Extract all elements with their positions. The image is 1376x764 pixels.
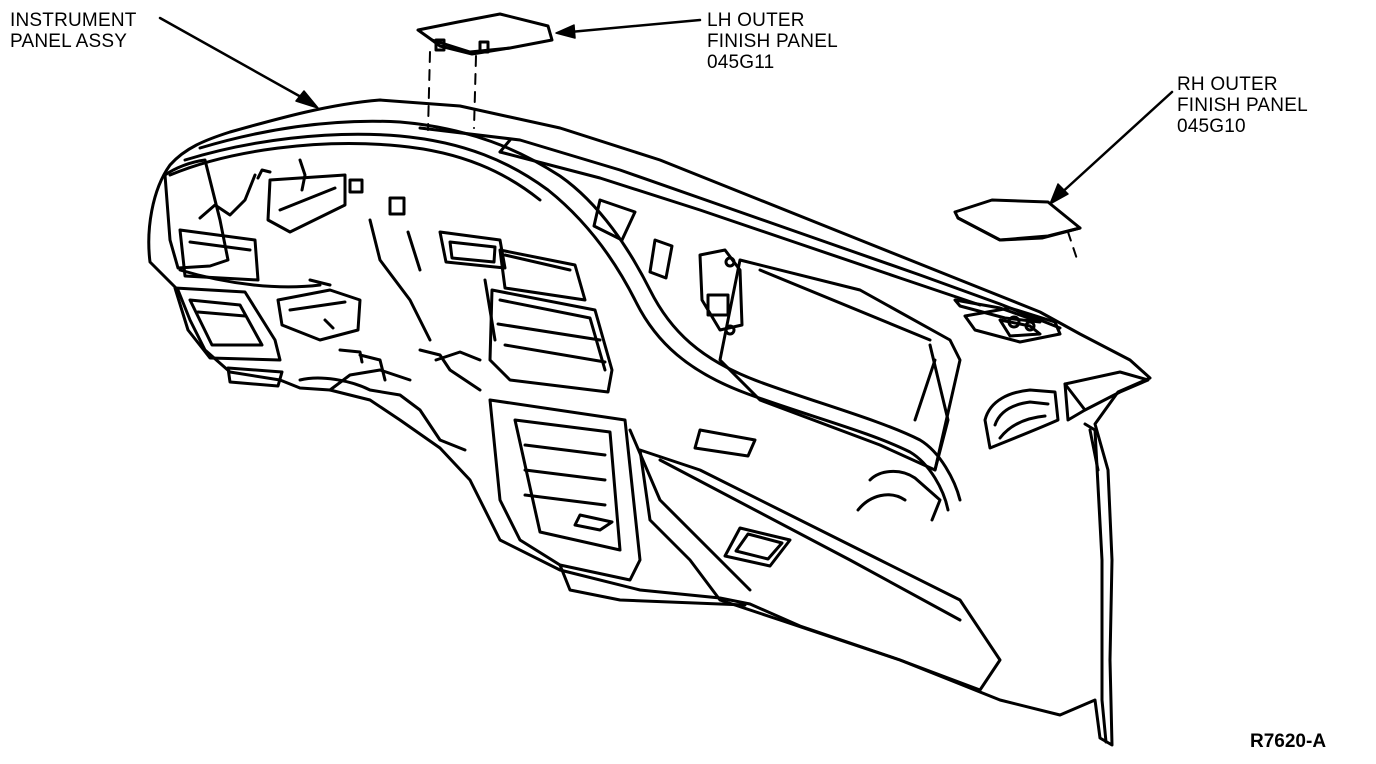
rh-vent — [963, 306, 1062, 344]
rh-outer-finish-panel — [953, 198, 1082, 242]
callout-lh-line2: FINISH PANEL — [707, 31, 838, 52]
crash-pad-upper-line — [198, 119, 962, 502]
lower-underside — [298, 376, 467, 452]
steering-column-opening — [266, 173, 347, 234]
glove-box-top — [868, 470, 942, 522]
rh-panel-mounting-line — [1067, 231, 1079, 263]
instrument-panel-assembly — [147, 98, 1152, 747]
defroster-slot — [953, 298, 1042, 324]
callout-lh-outer-finish-panel: LH OUTER FINISH PANEL 045G11 — [707, 10, 838, 73]
callout-lh-part-number: 045G11 — [707, 52, 775, 73]
arrowhead-lh-finish-panel — [555, 24, 576, 39]
knee-panel — [638, 448, 1002, 692]
lh-outer-finish-panel — [416, 12, 554, 56]
arrowhead-rh-finish-panel — [1049, 183, 1069, 205]
callout-instrument-panel-line1: INSTRUMENT — [10, 10, 137, 31]
lower-console — [488, 398, 642, 582]
callout-rh-line1: RH OUTER — [1177, 74, 1278, 95]
rh-side-vent — [983, 388, 1060, 450]
callout-lh-line1: LH OUTER — [707, 10, 805, 31]
wire-harness — [198, 173, 257, 220]
center-stack — [488, 288, 614, 394]
callout-instrument-panel-line2: PANEL ASSY — [10, 31, 128, 52]
center-bracket — [698, 248, 744, 332]
callout-instrument-panel-assy: INSTRUMENT PANEL ASSY — [10, 10, 137, 52]
cluster-opening — [438, 230, 507, 270]
passenger-dash-face — [718, 258, 962, 472]
callout-rh-outer-finish-panel: RH OUTER FINISH PANEL 045G10 — [1177, 74, 1308, 137]
callout-rh-line2: FINISH PANEL — [1177, 95, 1308, 116]
leader-instrument-panel — [158, 16, 312, 104]
figure-reference-id: R7620-A — [1250, 731, 1327, 752]
callout-rh-part-number: 045G10 — [1177, 116, 1246, 137]
crash-pad-lower-line — [183, 132, 950, 512]
lh-vent — [173, 286, 282, 362]
rh-end-cap — [1063, 370, 1150, 412]
leader-lh-finish-panel — [568, 18, 702, 34]
leader-rh-finish-panel — [1056, 90, 1174, 198]
lh-panel-mounting-lines — [427, 51, 477, 131]
arrowhead-instrument-panel — [295, 90, 319, 109]
lh-end-section — [163, 158, 230, 270]
panel-outline — [147, 98, 1152, 747]
defroster-edge — [418, 126, 1062, 330]
